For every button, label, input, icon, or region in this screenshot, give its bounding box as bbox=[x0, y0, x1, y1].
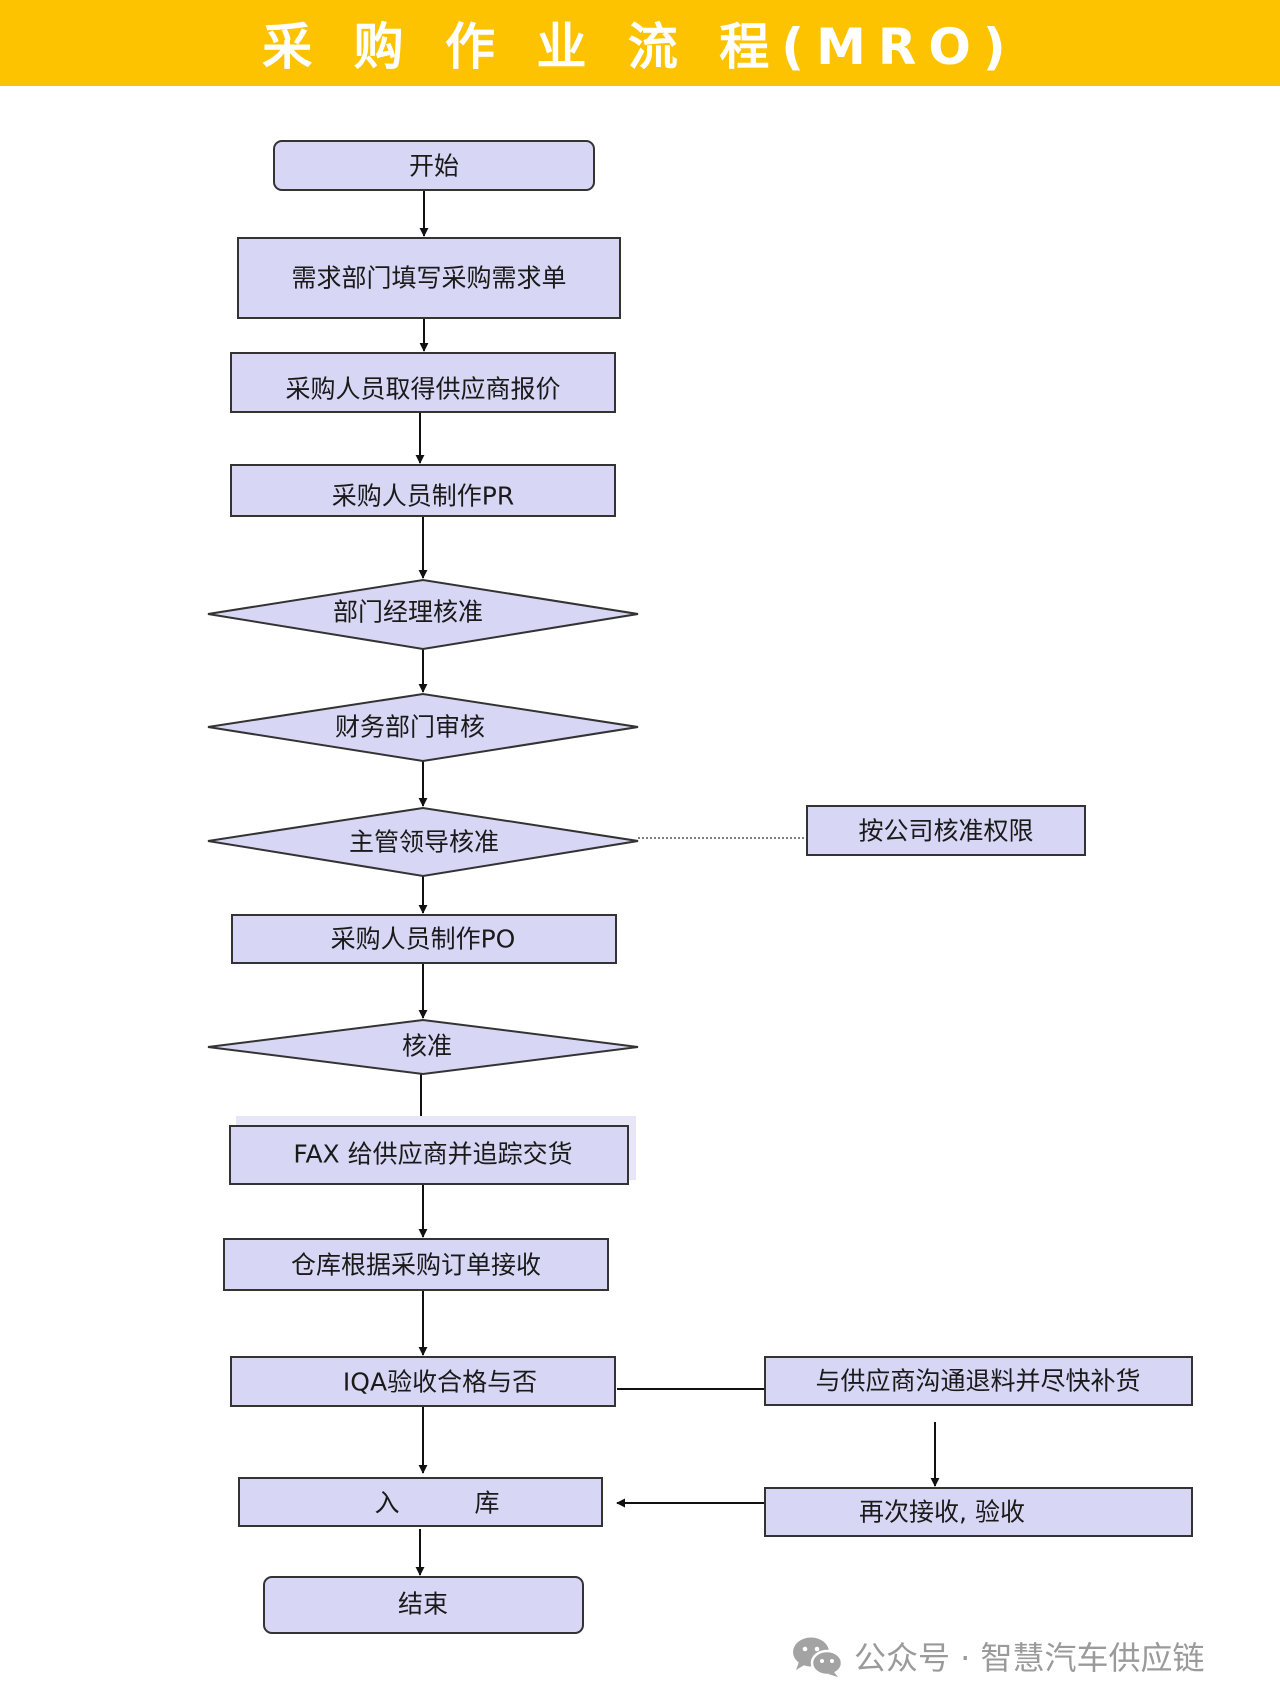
node-manager-approve: 主管领导核准 bbox=[207, 806, 639, 878]
node-make-po: 采购人员制作PO bbox=[231, 914, 617, 964]
node-return-material-label: 与供应商沟通退料并尽快补货 bbox=[815, 1367, 1140, 1396]
node-dept-approve: 部门经理核准 bbox=[207, 578, 639, 651]
node-finance-review-label: 财务部门审核 bbox=[335, 713, 485, 742]
node-authority-note-label: 按公司核准权限 bbox=[858, 817, 1033, 846]
node-approve: 核准 bbox=[207, 1018, 639, 1076]
connectors bbox=[415, 190, 940, 1576]
node-end: 结束 bbox=[263, 1576, 584, 1634]
node-fill-request-label: 需求部门填写采购需求单 bbox=[291, 264, 566, 293]
node-start-label: 开始 bbox=[409, 152, 459, 181]
node-fax-supplier-label: FAX 给供应商并追踪交货 bbox=[293, 1140, 572, 1169]
node-end-label: 结束 bbox=[398, 1590, 448, 1619]
node-re-receive: 再次接收, 验收 bbox=[764, 1487, 1193, 1537]
node-return-material: 与供应商沟通退料并尽快补货 bbox=[764, 1356, 1193, 1406]
node-finance-review: 财务部门审核 bbox=[207, 692, 639, 763]
node-iqa-check-label: IQA验收合格与否 bbox=[343, 1368, 537, 1397]
node-make-pr-label: 采购人员制作PR bbox=[332, 482, 514, 511]
node-get-quote-label: 采购人员取得供应商报价 bbox=[285, 375, 560, 404]
node-make-po-label: 采购人员制作PO bbox=[331, 925, 516, 954]
wechat-icon bbox=[793, 1637, 844, 1677]
node-manager-approve-label: 主管领导核准 bbox=[349, 828, 499, 857]
node-iqa-check: IQA验收合格与否 bbox=[230, 1356, 616, 1407]
node-start: 开始 bbox=[273, 140, 595, 191]
node-stock-in: 入 库 bbox=[238, 1477, 603, 1527]
watermark: 公众号 · 智慧汽车供应链 bbox=[790, 1630, 1205, 1682]
node-warehouse-receive-label: 仓库根据采购订单接收 bbox=[291, 1251, 541, 1280]
node-authority-note: 按公司核准权限 bbox=[806, 805, 1086, 856]
node-re-receive-label: 再次接收, 验收 bbox=[859, 1498, 1025, 1527]
title-banner: 采 购 作 业 流 程(MRO) bbox=[0, 0, 1280, 86]
node-warehouse-receive: 仓库根据采购订单接收 bbox=[223, 1238, 609, 1291]
page-title: 采 购 作 业 流 程(MRO) bbox=[262, 18, 1018, 76]
node-dept-approve-label: 部门经理核准 bbox=[333, 598, 483, 627]
watermark-text: 公众号 · 智慧汽车供应链 bbox=[854, 1639, 1205, 1677]
node-get-quote: 采购人员取得供应商报价 bbox=[230, 352, 616, 413]
node-fax-supplier: FAX 给供应商并追踪交货 bbox=[229, 1116, 636, 1185]
node-approve-label: 核准 bbox=[402, 1032, 452, 1061]
node-stock-in-label: 入 库 bbox=[374, 1489, 499, 1518]
node-fill-request: 需求部门填写采购需求单 bbox=[237, 237, 621, 319]
node-make-pr: 采购人员制作PR bbox=[230, 464, 616, 517]
